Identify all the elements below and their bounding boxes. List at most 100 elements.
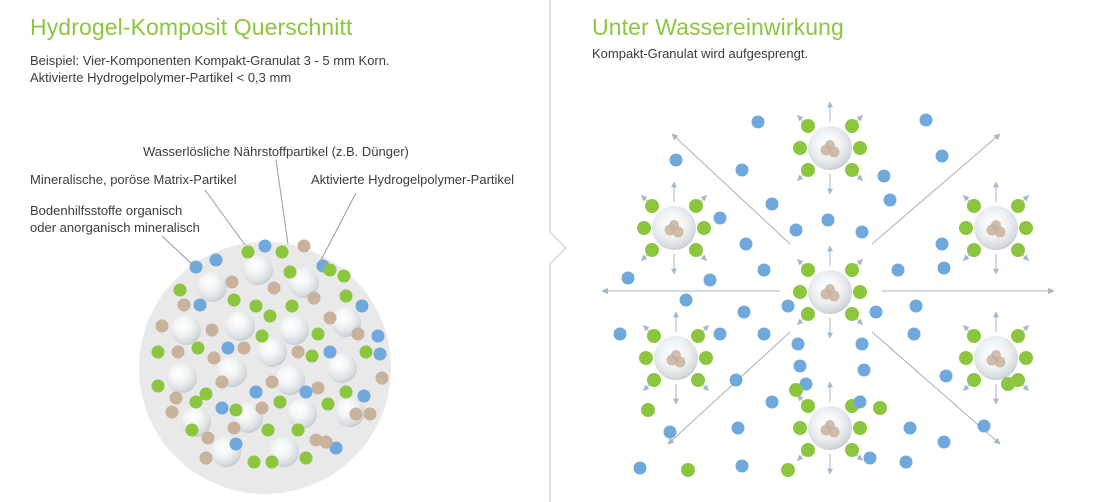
nutrient-particle: [319, 435, 333, 449]
leader-line-nutrient: [275, 159, 289, 245]
nutrient-particle: [991, 220, 1001, 230]
hydrogel-particle: [191, 341, 205, 355]
left-subtitle-line1: Beispiel: Vier-Komponenten Kompakt-Granu…: [30, 53, 390, 68]
soil-aid-particle: [977, 419, 991, 433]
soil-aid-particle: [189, 260, 203, 274]
label-soil-aids-line2: oder anorganisch mineralisch: [30, 220, 200, 235]
label-mineral-matrix: Mineralische, poröse Matrix-Partikel: [30, 172, 237, 187]
hydrogel-particle: [801, 307, 815, 321]
hydrogel-particle: [681, 463, 695, 477]
hydrogel-particle: [699, 351, 713, 365]
label-hydrogel-particles: Aktivierte Hydrogelpolymer-Partikel: [311, 172, 515, 187]
hydrogel-particle: [967, 329, 981, 343]
nutrient-particle: [205, 323, 219, 337]
soil-aid-particle: [221, 341, 235, 355]
hydrogel-particle: [689, 243, 703, 257]
nutrient-particle: [309, 433, 323, 447]
soil-aid-particle: [249, 385, 263, 399]
soil-aid-particle: [737, 305, 751, 319]
soil-aid-particle: [663, 425, 677, 439]
nutrient-particle: [297, 239, 311, 253]
label-soil-aids-line1: Bodenhilfsstoffe organisch: [30, 203, 183, 218]
soil-aid-particle: [258, 239, 272, 253]
hydrogel-particle: [227, 293, 241, 307]
hydrogel-particle: [645, 243, 659, 257]
soil-aid-particle: [713, 211, 727, 225]
hydrogel-particle: [1011, 243, 1025, 257]
hydrogel-particle: [189, 395, 203, 409]
soil-aid-particle: [909, 299, 923, 313]
hydrogel-particle: [845, 443, 859, 457]
hydrogel-particle: [339, 385, 353, 399]
hydrogel-particle: [641, 403, 655, 417]
mineral-matrix-particle: [287, 399, 317, 429]
soil-aid-particle: [329, 441, 343, 455]
soil-aid-particle: [857, 363, 871, 377]
soil-aid-particle: [679, 293, 693, 307]
hydrogel-particle: [793, 141, 807, 155]
left-subtitle-line2: Aktivierte Hydrogelpolymer-Partikel < 0,…: [30, 70, 292, 85]
hydrogel-particle: [959, 221, 973, 235]
hydrogel-particle: [689, 199, 703, 213]
hydrogel-particle: [1001, 377, 1015, 391]
nutrient-particle: [199, 451, 213, 465]
hydrogel-particle: [261, 423, 275, 437]
mineral-matrix-particle: [279, 315, 309, 345]
nutrient-particle: [225, 275, 239, 289]
nutrient-particle: [671, 350, 681, 360]
soil-aid-particle: [757, 327, 771, 341]
mineral-matrix-particle: [225, 311, 255, 341]
right-subtitle: Kompakt-Granulat wird aufgesprengt.: [592, 46, 809, 61]
soil-aid-particle: [935, 149, 949, 163]
hydrogel-particle: [639, 351, 653, 365]
nutrient-particle: [291, 345, 305, 359]
soil-aid-particle: [939, 369, 953, 383]
soil-aid-particle: [229, 437, 243, 451]
hydrogel-particle: [339, 289, 353, 303]
soil-aid-particle: [935, 237, 949, 251]
soil-aid-particle: [919, 113, 933, 127]
expansion-arrow: [671, 133, 791, 245]
hydrogel-particle: [967, 243, 981, 257]
nutrient-particle: [227, 421, 241, 435]
mineral-matrix-particle: [171, 315, 201, 345]
hydrogel-particle: [959, 351, 973, 365]
hydrogel-particle: [789, 383, 803, 397]
soil-aid-particle: [373, 347, 387, 361]
hydrogel-particle: [845, 307, 859, 321]
leader-line-mineral: [204, 189, 246, 246]
divider-layer: [549, 0, 567, 502]
leader-line-hydrogel: [319, 192, 357, 263]
soil-aid-particle: [735, 459, 749, 473]
soil-aid-particle: [789, 223, 803, 237]
nutrient-particle: [363, 407, 377, 421]
right-title: Unter Wassereinwirkung: [592, 14, 844, 40]
nutrient-particle: [825, 420, 835, 430]
nutrient-particle: [171, 345, 185, 359]
soil-aid-particle: [613, 327, 627, 341]
soil-aid-particle: [937, 435, 951, 449]
hydrogel-particle: [845, 163, 859, 177]
soil-aid-particle: [891, 263, 905, 277]
soil-aid-particle: [793, 359, 807, 373]
soil-aid-particle: [215, 401, 229, 415]
nutrient-particle: [349, 407, 363, 421]
nutrient-particle: [991, 350, 1001, 360]
nutrient-particle: [177, 298, 191, 312]
hydrogel-particle: [697, 221, 711, 235]
soil-aid-particle: [729, 373, 743, 387]
soil-aid-particle: [735, 163, 749, 177]
hydrogel-particle: [299, 451, 313, 465]
nutrient-particle: [351, 327, 365, 341]
soil-aid-particle: [751, 115, 765, 129]
soil-aid-particle: [853, 395, 867, 409]
nutrient-particle: [307, 291, 321, 305]
soil-aid-particle: [209, 253, 223, 267]
hydrogel-particle: [229, 403, 243, 417]
expansion-arrow: [871, 133, 1001, 245]
hydrogel-particle: [873, 401, 887, 415]
hydrogel-particle: [801, 263, 815, 277]
hydrogel-particle: [283, 265, 297, 279]
hydrogel-particle: [185, 423, 199, 437]
